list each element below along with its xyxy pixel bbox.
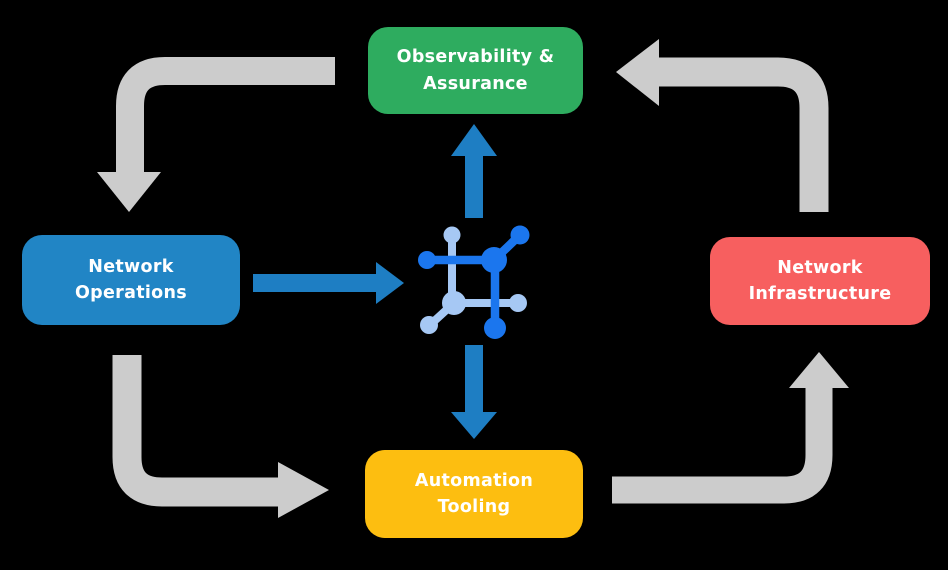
icon-node-top-right xyxy=(481,247,507,273)
arrow-head-up xyxy=(451,124,497,156)
node-label-line: Network xyxy=(777,257,863,278)
network-node-icon xyxy=(418,225,530,339)
arrow-head-right xyxy=(278,462,329,518)
node-automation-tooling: Automation Tooling xyxy=(365,450,583,538)
icon-dot-lower-left xyxy=(420,316,438,334)
arrow-icon-to-tooling xyxy=(451,345,497,439)
arrow-head-down xyxy=(451,412,497,439)
arrow-operations-to-icon xyxy=(253,262,404,304)
node-observability-assurance: Observability & Assurance xyxy=(368,27,583,114)
node-label-line: Tooling xyxy=(437,497,511,517)
node-network-infrastructure: Network Infrastructure xyxy=(710,237,930,325)
arrow-head-right xyxy=(376,262,404,304)
icon-node-bottom-left xyxy=(442,291,466,315)
node-label-line: Operations xyxy=(75,283,187,303)
arrow-tooling-to-infrastructure xyxy=(612,352,849,504)
arrow-operations-to-tooling xyxy=(112,355,329,518)
arrow-head-down xyxy=(97,172,161,212)
node-label-line: Observability & xyxy=(396,47,555,68)
node-label-line: Infrastructure xyxy=(748,284,892,304)
node-label-line: Assurance xyxy=(423,73,528,94)
icon-dot-top xyxy=(443,226,461,244)
arrow-infrastructure-to-observability xyxy=(616,39,829,212)
arrow-icon-to-observability xyxy=(451,124,497,218)
arrow-observability-to-operations xyxy=(97,57,335,212)
icon-dot-left xyxy=(418,251,436,269)
icon-dot-bottom xyxy=(484,317,506,339)
arrow-head-up xyxy=(789,352,849,388)
icon-dot-right xyxy=(509,294,527,312)
node-label-line: Network xyxy=(88,256,174,277)
icon-dot-upper-right xyxy=(510,225,530,245)
arrow-head-left xyxy=(616,39,659,106)
node-label-line: Automation xyxy=(414,470,534,491)
node-network-operations: Network Operations xyxy=(22,235,240,325)
